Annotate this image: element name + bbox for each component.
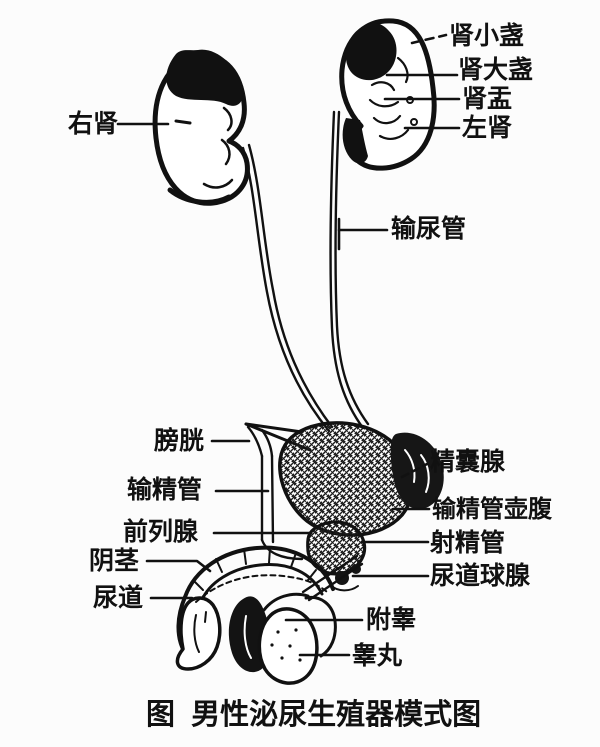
label-vas-deferens-ampulla: 输精管壶腹 xyxy=(432,496,552,523)
testis-drawing xyxy=(257,592,337,685)
label-seminal-vesicle: 精囊腺 xyxy=(430,448,506,476)
label-prostate: 前列腺 xyxy=(123,518,199,546)
ureter-left-drawing xyxy=(241,143,334,433)
seminal-vesicle-drawing xyxy=(390,432,444,510)
label-vas-deferens: 输精管 xyxy=(127,476,203,504)
bladder-drawing xyxy=(244,421,415,537)
label-urethra: 尿道 xyxy=(93,584,144,612)
label-left-kidney: 左肾 xyxy=(462,114,513,142)
label-minor-calyx: 肾小盏 xyxy=(449,22,525,50)
label-epididymis: 附睾 xyxy=(366,606,417,634)
label-ureter: 输尿管 xyxy=(391,215,467,243)
vas-deferens-drawing xyxy=(246,425,304,561)
label-penis: 阴茎 xyxy=(89,547,140,575)
label-bulbourethral-gland: 尿道球腺 xyxy=(430,562,531,590)
label-testis: 睾丸 xyxy=(352,642,403,670)
left-kidney-drawing xyxy=(339,18,437,171)
ureter-right-drawing xyxy=(329,110,370,430)
figure-caption: 图 男性泌尿生殖器模式图 xyxy=(146,699,482,731)
label-ejaculatory-duct: 射精管 xyxy=(430,529,506,557)
spermatic-cord-drawing xyxy=(301,554,364,602)
label-major-calyx: 肾大盏 xyxy=(458,56,534,84)
label-renal-pelvis: 肾盂 xyxy=(462,85,513,113)
label-right-kidney: 右肾 xyxy=(68,110,119,138)
right-kidney-drawing xyxy=(152,49,250,206)
leader-lines xyxy=(116,33,461,657)
label-bladder: 膀胱 xyxy=(154,427,205,455)
